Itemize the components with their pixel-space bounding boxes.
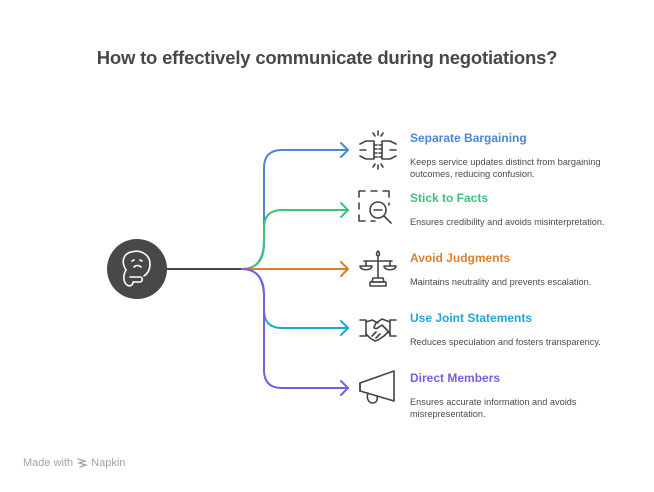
item-description-direct-members: Ensures accurate information and avoids … xyxy=(410,397,577,419)
arrow-head-direct-members xyxy=(340,380,349,396)
branch-connector-stick-to-facts xyxy=(241,209,349,270)
center-node xyxy=(107,239,167,299)
napkin-brand-label: Napkin xyxy=(91,457,126,469)
item-title-stick-to-facts: Stick to Facts xyxy=(410,191,489,205)
item-title-avoid-judgments: Avoid Judgments xyxy=(410,251,511,265)
arrow-head-separate-bargaining xyxy=(340,142,349,158)
made-with-label: Made with xyxy=(23,457,74,469)
arrow-head-use-joint-statements xyxy=(340,320,349,336)
item-description-use-joint-statements: Reduces speculation and fosters transpar… xyxy=(410,337,601,347)
item-title-separate-bargaining: Separate Bargaining xyxy=(410,131,527,145)
arrow-head-stick-to-facts xyxy=(340,202,349,218)
arrow-head-avoid-judgments xyxy=(340,261,349,277)
made-with-napkin-footer: Made with Napkin xyxy=(23,457,125,469)
item-title-direct-members: Direct Members xyxy=(410,371,501,385)
zoom-out-search-icon xyxy=(358,190,392,224)
handshake-icon xyxy=(359,318,397,342)
branch-connector-direct-members xyxy=(241,268,349,389)
scales-icon xyxy=(359,250,397,287)
thinking-face-icon xyxy=(122,250,151,287)
item-description-separate-bargaining: Keeps service updates distinct from barg… xyxy=(410,157,601,179)
item-title-use-joint-statements: Use Joint Statements xyxy=(410,311,533,325)
fists-bump-icon xyxy=(359,130,397,170)
item-description-avoid-judgments: Maintains neutrality and prevents escala… xyxy=(410,277,592,287)
branch-connector-use-joint-statements xyxy=(241,268,349,329)
item-description-stick-to-facts: Ensures credibility and avoids misinterp… xyxy=(410,217,605,227)
napkin-logo-icon xyxy=(77,458,89,468)
megaphone-icon xyxy=(359,370,395,404)
diagram-title: How to effectively communicate during ne… xyxy=(96,47,558,68)
